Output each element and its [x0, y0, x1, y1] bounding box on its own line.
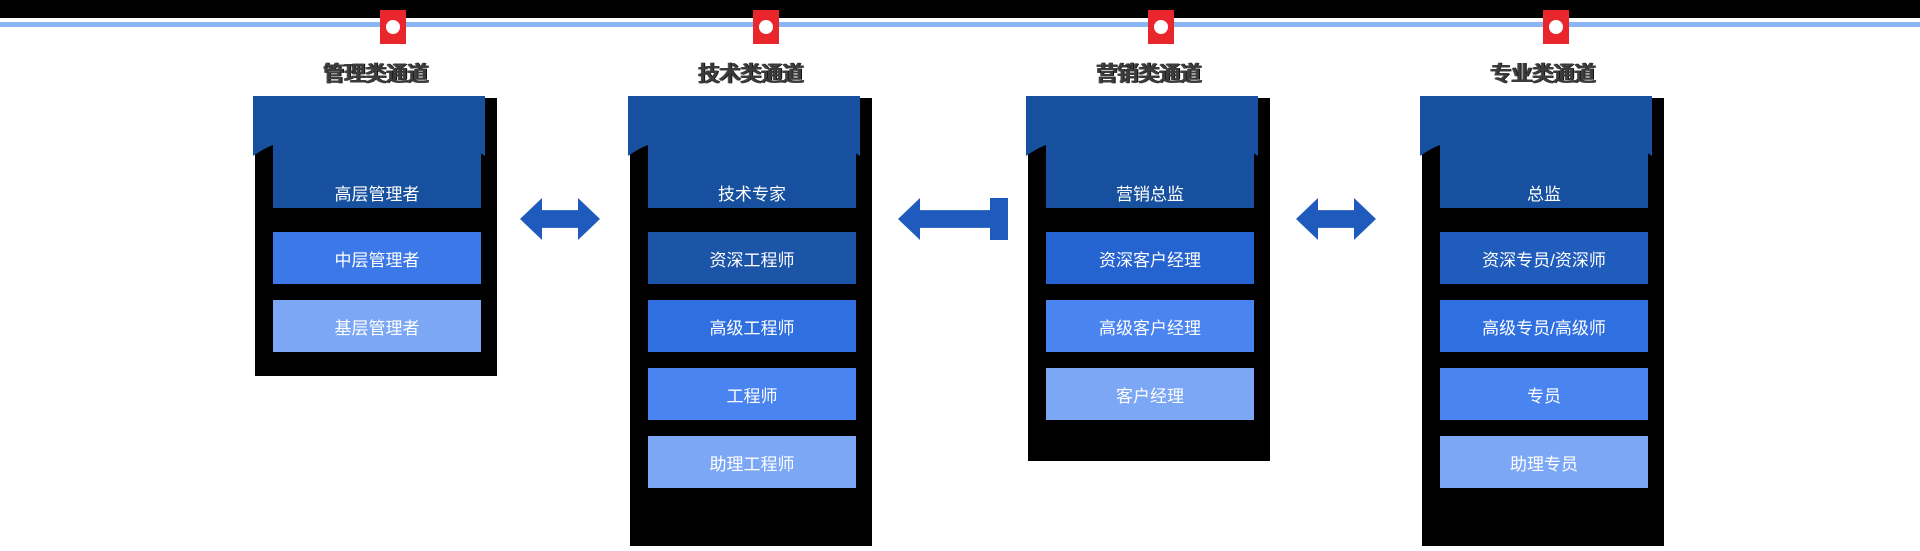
- banner-shape-icon: [253, 96, 485, 156]
- level-label: 助理专员: [1510, 454, 1578, 474]
- level-label: 资深专员/资深师: [1482, 250, 1606, 270]
- level-banner-marketing[interactable]: 营销总监: [1026, 96, 1258, 208]
- level-label: 专员: [1527, 386, 1561, 406]
- level-label: 高层管理者: [334, 185, 420, 204]
- level-label: 营销总监: [1116, 185, 1184, 204]
- level-box-management-1[interactable]: 中层管理者: [273, 232, 481, 284]
- level-label: 客户经理: [1116, 386, 1184, 406]
- column-title-management: 管理类通道: [323, 63, 429, 86]
- level-label: 高级工程师: [709, 318, 795, 338]
- marker-dot-icon: [1154, 20, 1168, 34]
- level-label: 高级专员/高级师: [1482, 318, 1606, 338]
- banner-body: [273, 142, 481, 208]
- level-box-technical-4[interactable]: 助理工程师: [648, 436, 856, 488]
- level-label: 资深工程师: [709, 250, 795, 270]
- level-banner-technical[interactable]: 技术专家: [628, 96, 860, 208]
- timeline-marker-1[interactable]: [380, 10, 406, 44]
- level-banner-management[interactable]: 高层管理者: [253, 96, 485, 208]
- level-label: 总监: [1527, 185, 1561, 204]
- level-box-marketing-2[interactable]: 高级客户经理: [1046, 300, 1254, 352]
- level-box-technical-3[interactable]: 工程师: [648, 368, 856, 420]
- left-arrow-icon: [898, 198, 1008, 240]
- level-box-professional-3[interactable]: 专员: [1440, 368, 1648, 420]
- arrow-management-technical: [520, 198, 600, 240]
- level-box-marketing-3[interactable]: 客户经理: [1046, 368, 1254, 420]
- column-title-technical: 技术类通道: [698, 63, 804, 86]
- double-arrow-icon: [520, 198, 600, 240]
- level-label: 中层管理者: [334, 250, 420, 270]
- banner-body: [1046, 142, 1254, 208]
- level-box-management-2[interactable]: 基层管理者: [273, 300, 481, 352]
- marker-dot-icon: [1549, 20, 1563, 34]
- level-box-professional-2[interactable]: 高级专员/高级师: [1440, 300, 1648, 352]
- level-box-technical-2[interactable]: 高级工程师: [648, 300, 856, 352]
- arrow-marketing-professional: [1296, 198, 1376, 240]
- banner-shape-icon: [1026, 96, 1258, 156]
- level-label: 高级客户经理: [1099, 318, 1201, 338]
- arrow-marketing-technical: [898, 198, 1008, 240]
- timeline-marker-2[interactable]: [753, 10, 779, 44]
- level-label: 基层管理者: [334, 318, 420, 338]
- level-banner-professional[interactable]: 总监: [1420, 96, 1652, 208]
- level-box-technical-1[interactable]: 资深工程师: [648, 232, 856, 284]
- column-title-marketing: 营销类通道: [1096, 63, 1202, 86]
- timeline-marker-4[interactable]: [1543, 10, 1569, 44]
- banner-body: [1440, 142, 1648, 208]
- level-label: 技术专家: [718, 185, 786, 204]
- level-box-professional-1[interactable]: 资深专员/资深师: [1440, 232, 1648, 284]
- banner-shape-icon: [628, 96, 860, 156]
- double-arrow-icon: [1296, 198, 1376, 240]
- banner-shape-icon: [1420, 96, 1652, 156]
- timeline-marker-3[interactable]: [1148, 10, 1174, 44]
- marker-dot-icon: [759, 20, 773, 34]
- marker-dot-icon: [386, 20, 400, 34]
- banner-body: [648, 142, 856, 208]
- level-label: 助理工程师: [709, 454, 795, 474]
- level-box-marketing-1[interactable]: 资深客户经理: [1046, 232, 1254, 284]
- level-box-professional-4[interactable]: 助理专员: [1440, 436, 1648, 488]
- level-label: 工程师: [726, 386, 778, 406]
- top-blue-rule: [0, 22, 1920, 27]
- top-black-band: [0, 0, 1920, 18]
- column-title-professional: 专业类通道: [1490, 63, 1596, 86]
- level-label: 资深客户经理: [1099, 250, 1201, 270]
